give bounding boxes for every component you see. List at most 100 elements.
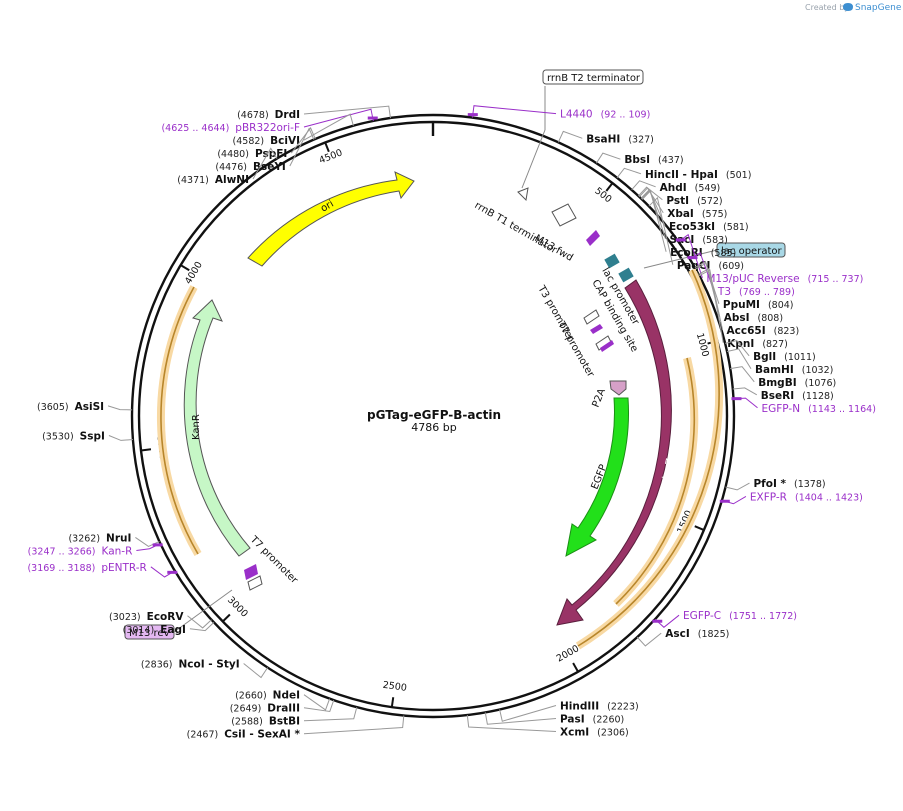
restriction-site[interactable]: BglI(1011) (724, 339, 816, 363)
primer-site[interactable]: EGFP-N(1143 .. 1164) (731, 397, 876, 415)
site-position: (4371) (177, 175, 209, 186)
site-name: M13/pUC Reverse (706, 273, 799, 285)
tick-label: 4500 (318, 147, 345, 166)
restriction-site[interactable]: DraIII (2649) (230, 699, 335, 715)
tick-label: 2000 (555, 643, 581, 665)
site-position: (2649) (230, 704, 262, 715)
m13-fwd-label: M13 fwd (533, 233, 575, 264)
site-position: (2306) (597, 728, 629, 739)
site-position: (549) (695, 183, 721, 194)
restriction-site[interactable]: HindIII(2223) (499, 701, 639, 722)
m13-fwd-feature[interactable]: M13 fwd (533, 230, 601, 264)
restriction-site[interactable]: SspI(3530) (42, 430, 133, 442)
restriction-site[interactable]: Acc65I(823) (698, 267, 800, 337)
site-position: (804) (768, 300, 794, 311)
restriction-site[interactable]: BstBI(2588) (231, 707, 358, 728)
site-connector (638, 187, 664, 214)
site-name: AbsI (724, 312, 750, 324)
backbone-outer-ring (130, 113, 736, 719)
site-name: DraIII (267, 703, 300, 715)
primer-site[interactable]: Kan-R(3247 .. 3266) (28, 543, 163, 557)
restriction-site[interactable]: AlwNI(4371) (177, 147, 278, 186)
site-connector (724, 339, 750, 357)
primer-site[interactable]: pENTR-R(3169 .. 3188) (27, 562, 178, 578)
tick-mark (572, 662, 579, 673)
site-name: Kan-R (102, 545, 133, 557)
restriction-site[interactable]: AsiSI(3605) (37, 401, 133, 413)
site-position: (827) (762, 339, 788, 350)
restriction-site[interactable]: Eco53kI(581) (640, 188, 749, 233)
restriction-site[interactable]: PspFI(4480) (217, 126, 316, 160)
restriction-site[interactable]: EagI(3014) (123, 622, 215, 636)
tick-mark (140, 448, 152, 452)
site-name: BmgBI (758, 377, 796, 389)
site-name: EXFP-R (750, 491, 787, 503)
site-position: (808) (758, 313, 784, 324)
primer-site[interactable]: EGFP-C(1751 .. 1772) (652, 610, 797, 628)
t7-promoter-top-feature[interactable]: T7 promoter (555, 319, 614, 380)
site-position: (3530) (42, 431, 74, 442)
site-name: pBR322ori-F (235, 122, 300, 134)
primer-site[interactable]: T3(769 .. 789) (687, 252, 795, 298)
site-position: (3023) (109, 612, 141, 623)
primer-site[interactable]: pBR322ori-F(4625 .. 4644) (161, 108, 378, 134)
site-position: (2223) (607, 702, 639, 713)
restriction-site[interactable]: PasI(2260) (484, 712, 624, 726)
site-position: (769 .. 789) (739, 287, 795, 298)
site-name: PfoI * (753, 478, 786, 490)
site-position: (581) (723, 222, 749, 233)
site-position: (583) (702, 235, 728, 246)
site-labels: DrdI(4678)pBR322ori-F(4625 .. 4644)BciVI… (27, 105, 876, 741)
restriction-site[interactable]: BsaHI(327) (557, 130, 654, 145)
site-position: (3605) (37, 402, 69, 413)
site-name: KpnI (727, 338, 754, 350)
t7-promoter-bottom-feature[interactable]: T7 promoter (244, 534, 300, 591)
tick-mark (180, 264, 190, 272)
restriction-site[interactable]: PfoI *(1378) (725, 478, 826, 491)
ori-feature[interactable]: ori (247, 171, 415, 267)
primer-site[interactable]: M13/pUC Reverse(715 .. 737) (675, 233, 864, 285)
restriction-site[interactable]: BseRI(1128) (732, 387, 834, 402)
site-name: EcoRV (147, 611, 185, 623)
site-position: (2836) (141, 660, 173, 671)
primer-site[interactable]: L4440(92 .. 109) (467, 105, 651, 121)
restriction-site[interactable]: DrdI(4678) (237, 105, 391, 121)
kanr-feature[interactable]: KanR (183, 299, 251, 557)
restriction-site[interactable]: BciVI(4582) (233, 113, 354, 147)
site-position: (2588) (231, 717, 263, 728)
credit-text: Created by (805, 3, 849, 12)
restriction-site[interactable]: AscI(1825) (636, 628, 730, 647)
brand-text: SnapGene (855, 3, 902, 13)
site-position: (1076) (805, 378, 837, 389)
site-connector (499, 705, 557, 722)
restriction-site[interactable]: XcmI(2306) (466, 714, 629, 739)
lac-operator-box[interactable]: lac operator (643, 242, 786, 269)
restriction-site[interactable]: NdeI(2660) (235, 690, 331, 711)
restriction-site[interactable]: BmgBI (1076) (730, 366, 837, 389)
restriction-site[interactable]: PpuMI(804) (694, 261, 794, 311)
restriction-site[interactable]: EcoRV (3023) (109, 611, 212, 629)
site-position: (1825) (698, 629, 730, 640)
restriction-site[interactable]: AhdI(549) (631, 180, 721, 194)
restriction-site[interactable]: BbsI(437) (595, 152, 684, 166)
site-name: PspFI (255, 148, 287, 160)
tick-mark (694, 525, 705, 531)
site-name: PasI (560, 714, 585, 726)
site-position: (1751 .. 1772) (729, 611, 797, 622)
restriction-site[interactable]: PstI(572) (638, 186, 723, 207)
site-position: (1404 .. 1423) (795, 492, 863, 503)
primer-site[interactable]: EXFP-R (1404 .. 1423) (719, 491, 863, 505)
restriction-site[interactable]: BamHI(1032) (726, 348, 833, 376)
restriction-site[interactable]: CsiI - SexAI *(2467) (187, 715, 405, 741)
restriction-site[interactable]: HincII - HpaI(501) (616, 167, 751, 181)
rrnb-t2-box[interactable]: rrnB T2 terminator (521, 69, 644, 189)
restriction-site[interactable]: PaqCI(609) (648, 196, 744, 272)
restriction-site[interactable]: NcoI - StyI(2836) (141, 659, 269, 679)
site-position: (92 .. 109) (601, 110, 651, 121)
site-connector (638, 186, 663, 201)
tick-label: 1000 (694, 332, 711, 358)
restriction-site[interactable]: NruI(3262) (68, 532, 160, 548)
m13-rev-box[interactable]: M13 rev (124, 589, 233, 640)
restriction-site[interactable]: XbaI(575) (638, 187, 727, 220)
egfp-feature[interactable]: EGFP (565, 397, 629, 557)
